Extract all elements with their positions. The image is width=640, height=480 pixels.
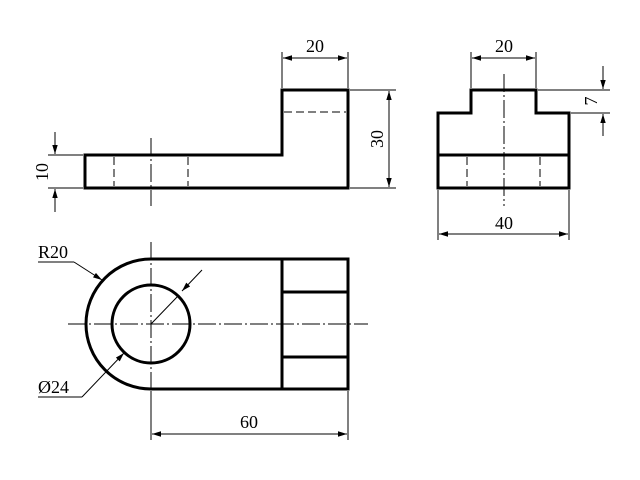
front-view-outline — [83, 88, 350, 190]
dimension-text-front-height: 30 — [367, 130, 387, 148]
top-view: R20 Ø24 60 — [38, 242, 368, 440]
dimension-top-radius: R20 — [38, 242, 103, 281]
dimension-text-side-top-width: 20 — [495, 36, 513, 56]
side-view-outline — [436, 88, 571, 190]
dimension-top-length: 60 — [150, 391, 349, 440]
dimension-front-base-thickness: 10 — [32, 132, 83, 212]
dimension-text-side-width: 40 — [495, 213, 513, 233]
dimension-text-top-length: 60 — [240, 412, 258, 432]
dimension-text-side-step-height: 7 — [581, 97, 601, 106]
dimension-side-top-width: 20 — [470, 36, 537, 88]
dimension-text-top-hole-diameter: Ø24 — [38, 377, 69, 397]
dimension-top-hole-diameter: Ø24 — [38, 269, 203, 398]
dimension-side-width: 40 — [437, 190, 570, 240]
dimension-text-top-radius: R20 — [38, 242, 68, 262]
front-view: 20 30 10 — [32, 36, 396, 212]
top-view-outline — [84, 257, 350, 391]
dimension-front-height: 30 — [350, 89, 396, 189]
side-view: 20 7 40 — [436, 36, 610, 240]
dimension-side-step-height: 7 — [538, 66, 610, 136]
dimension-front-top-width: 20 — [281, 36, 349, 88]
dimension-text-front-base-thickness: 10 — [32, 163, 52, 181]
dimension-text-front-top-width: 20 — [306, 36, 324, 56]
